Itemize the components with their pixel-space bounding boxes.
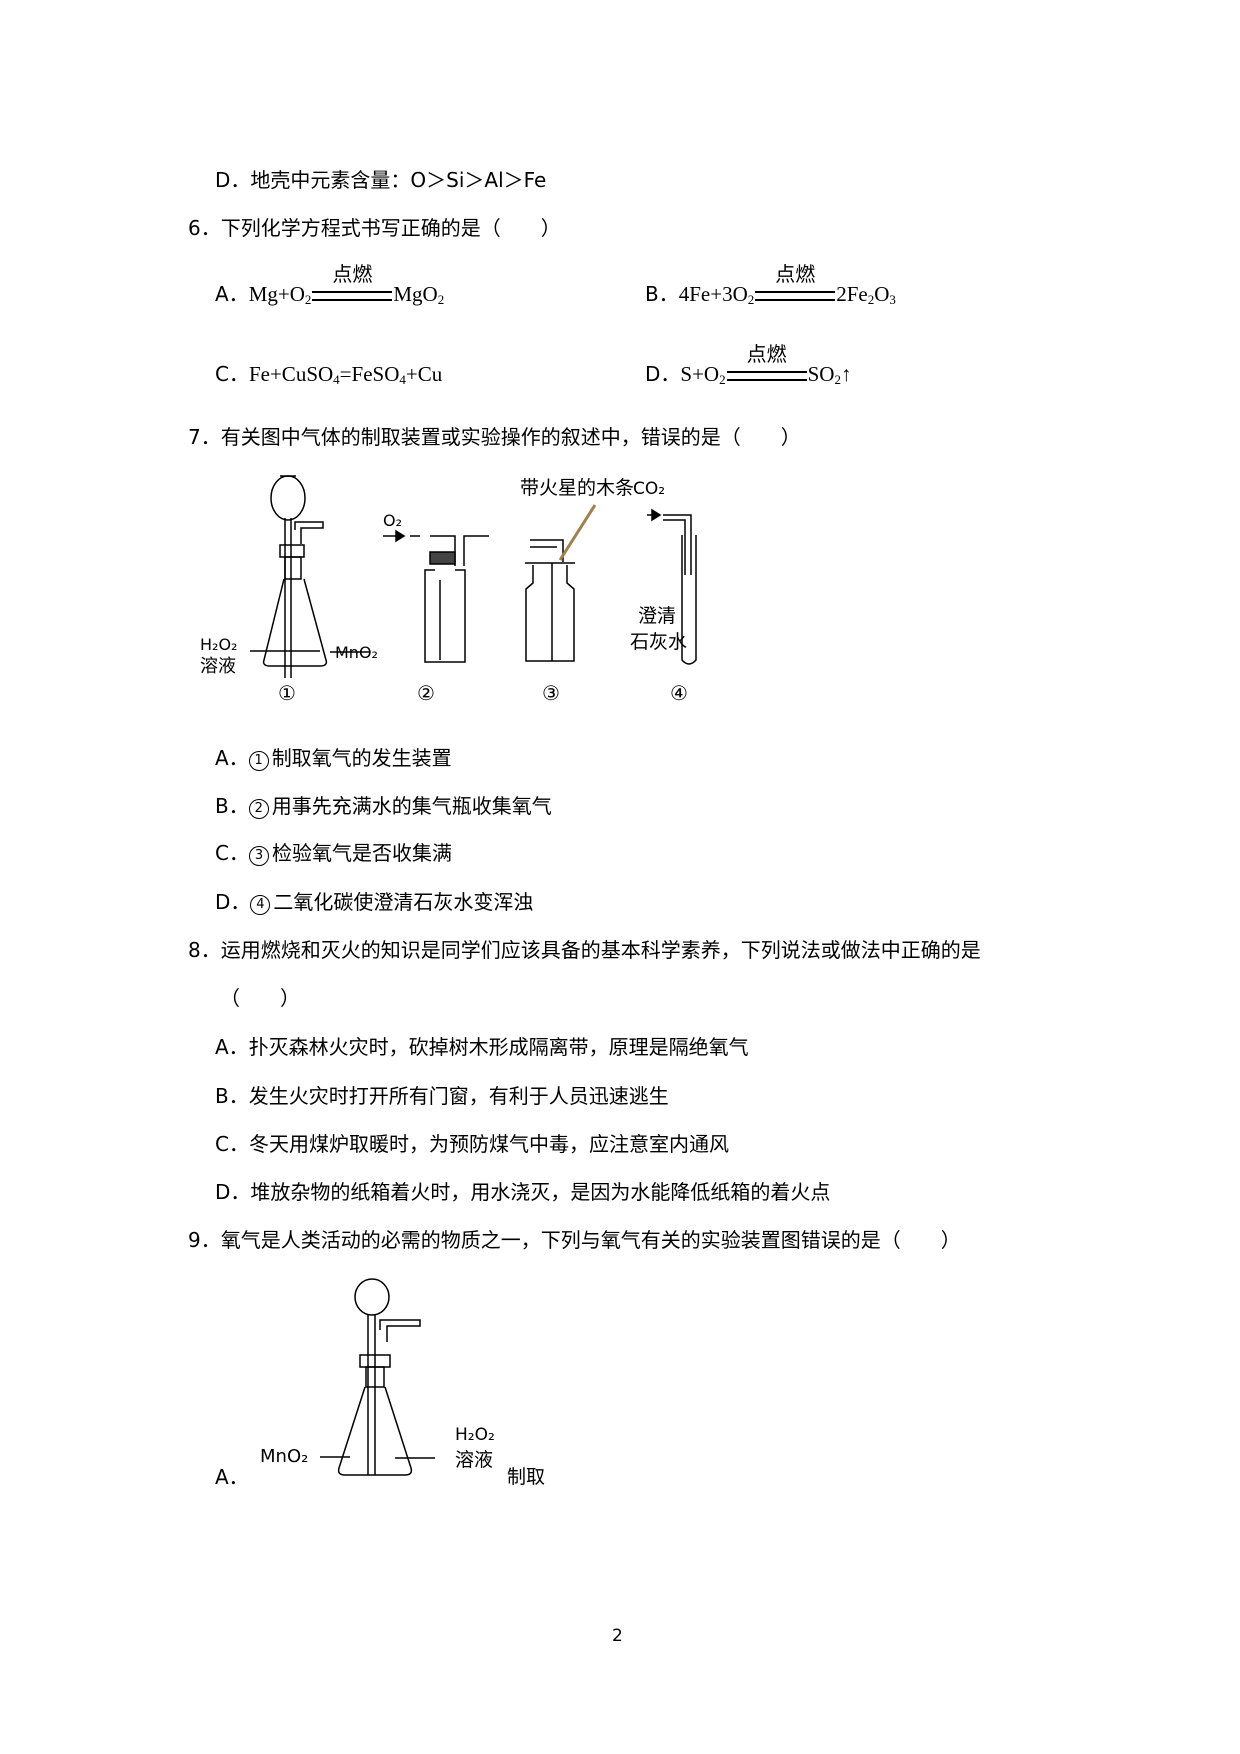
- mno2-label: MnO₂: [260, 1446, 308, 1467]
- q8-option-d: D．堆放杂物的纸箱着火时，用水浇灭，是因为水能降低纸箱的着火点: [215, 1180, 831, 1204]
- h2o2-label: H₂O₂: [455, 1425, 495, 1445]
- o2-label: O₂: [383, 511, 402, 530]
- q8-paren: （ ）: [220, 986, 300, 1010]
- fig-num-4: ④: [670, 681, 688, 705]
- q8-option-c: C．冬天用煤炉取暖时，为预防煤气中毒，应注意室内通风: [215, 1132, 729, 1156]
- q6-stem: 6．下列化学方程式书写正确的是（ ）: [188, 216, 561, 240]
- fig-num-1: ①: [278, 681, 296, 705]
- solution-label: 溶液: [200, 656, 236, 677]
- q6-option-c: C．Fe+CuSO4=FeSO4+Cu: [215, 362, 443, 387]
- page-number: 2: [612, 1626, 623, 1646]
- splint-label: 带火星的木条: [520, 477, 634, 499]
- q8-option-a: A．扑灭森林火灾时，砍掉树木形成隔离带，原理是隔绝氧气: [215, 1035, 749, 1059]
- solution-label: 溶液: [455, 1449, 493, 1471]
- q8-stem: 8．运用燃烧和灭火的知识是同学们应该具备的基本科学素养，下列说法或做法中正确的是: [188, 938, 981, 962]
- q7-stem: 7．有关图中气体的制取装置或实验操作的叙述中，错误的是（ ）: [188, 425, 801, 449]
- q5-option-d: D．地壳中元素含量：O＞Si＞Al＞Fe: [215, 168, 547, 192]
- limewater-label-1: 澄清: [638, 605, 676, 627]
- q8-option-b: B．发生火灾时打开所有门窗，有利于人员迅速逃生: [215, 1084, 669, 1108]
- q9-option-a-label: A．: [215, 1465, 249, 1489]
- fig-num-3: ③: [542, 681, 560, 705]
- q9-apparatus-figure: MnO₂ H₂O₂ 溶液 制取: [260, 1278, 545, 1488]
- limewater-label-2: 石灰水: [630, 631, 687, 653]
- h2o2-label: H₂O₂: [200, 635, 237, 654]
- q7-apparatus-figure: H₂O₂ 溶液 MnO₂ O₂ 带火星的木条 CO₂ 澄清 石灰水 ① ② ③ …: [200, 475, 697, 705]
- q9-stem: 9．氧气是人类活动的必需的物质之一，下列与氧气有关的实验装置图错误的是（ ）: [188, 1228, 961, 1252]
- mno2-label: MnO₂: [335, 643, 378, 662]
- caption-label: 制取: [507, 1466, 545, 1488]
- fig-num-2: ②: [417, 681, 435, 705]
- co2-label: CO₂: [633, 479, 665, 499]
